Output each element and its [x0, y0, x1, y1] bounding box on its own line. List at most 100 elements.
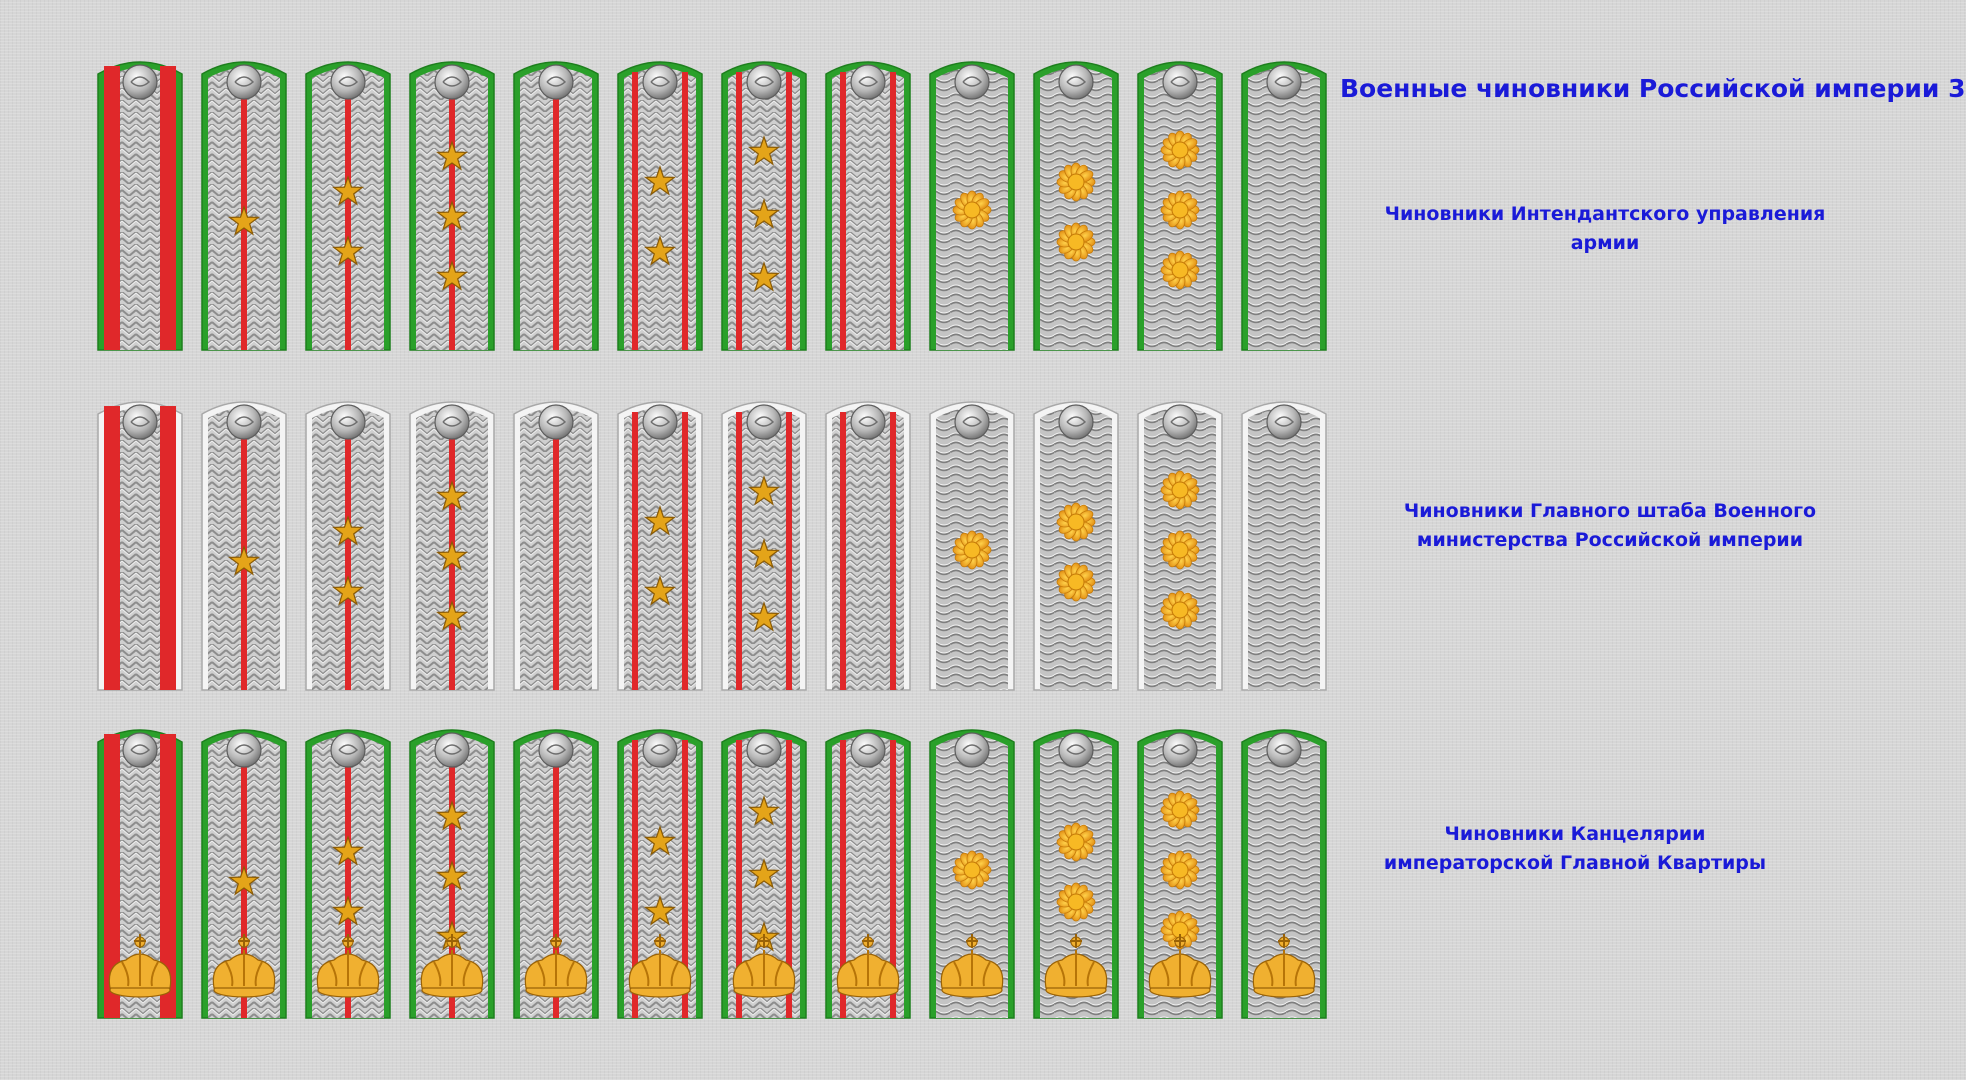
star-icon [747, 538, 781, 569]
button-icon [1162, 64, 1198, 100]
shoulder-strap-row-general-staff [0, 392, 1340, 692]
crown-icon [1148, 934, 1212, 998]
button-icon [1266, 732, 1302, 768]
red-stripe [736, 72, 742, 350]
red-stripe [736, 740, 742, 1018]
button-icon [330, 64, 366, 100]
shoulder-strap [94, 392, 186, 692]
red-stripe [786, 72, 792, 350]
red-stripe [345, 414, 351, 690]
shoulder-strap [94, 720, 186, 1020]
star-icon [227, 865, 261, 896]
strap-galloon [1248, 68, 1320, 350]
rosette-icon [1160, 130, 1200, 170]
shoulder-strap-row-imperial-chancellery [0, 720, 1340, 1020]
star-icon [435, 800, 469, 831]
red-stripe [736, 412, 742, 690]
button-icon [1058, 404, 1094, 440]
rosette-icon [1160, 250, 1200, 290]
crown-icon [524, 934, 588, 998]
star-icon [643, 825, 677, 856]
red-stripe [840, 72, 846, 350]
shoulder-strap [822, 52, 914, 352]
button-icon [538, 404, 574, 440]
red-stripe [632, 740, 638, 1018]
button-icon [850, 64, 886, 100]
rosette-icon [1056, 162, 1096, 202]
button-icon [122, 732, 158, 768]
red-stripe [553, 742, 559, 1018]
star-icon [747, 601, 781, 632]
caption-line: министерства Российской империи [1416, 529, 1804, 551]
crown-icon [1252, 934, 1316, 998]
crown-icon [1044, 934, 1108, 998]
shoulder-strap [1238, 52, 1330, 352]
crown-icon [316, 934, 380, 998]
star-icon [331, 835, 365, 866]
star-icon [435, 200, 469, 231]
star-icon [435, 260, 469, 291]
row-caption-general-staff: Чиновники Главного штаба Военного минист… [1400, 497, 1820, 555]
shoulder-strap [718, 392, 810, 692]
red-stripe [682, 412, 688, 690]
button-icon [1058, 64, 1094, 100]
star-icon [747, 795, 781, 826]
star-icon [331, 235, 365, 266]
star-icon [643, 895, 677, 926]
crown-icon [420, 934, 484, 998]
red-stripe [682, 72, 688, 350]
red-stripe [840, 412, 846, 690]
button-icon [642, 732, 678, 768]
caption-line: Чиновники Канцелярии [1444, 823, 1706, 845]
rosette-icon [1160, 790, 1200, 830]
star-icon [435, 140, 469, 171]
button-icon [1162, 732, 1198, 768]
strap-galloon [832, 408, 904, 690]
strap-galloon [104, 408, 176, 690]
star-icon [643, 165, 677, 196]
button-icon [1266, 404, 1302, 440]
rosette-icon [952, 530, 992, 570]
star-icon [747, 261, 781, 292]
star-icon [435, 860, 469, 891]
star-icon [331, 515, 365, 546]
rosette-icon [1160, 910, 1200, 950]
button-icon [850, 732, 886, 768]
shoulder-strap [614, 392, 706, 692]
rosette-icon [1160, 470, 1200, 510]
button-icon [226, 732, 262, 768]
red-field [104, 66, 120, 350]
button-icon [850, 404, 886, 440]
shoulder-strap [926, 720, 1018, 1020]
star-icon [747, 198, 781, 229]
strap-galloon [1248, 736, 1320, 1018]
button-icon [642, 64, 678, 100]
shoulder-strap [614, 720, 706, 1020]
red-field [160, 734, 176, 1018]
shoulder-strap [510, 720, 602, 1020]
crown-icon [836, 934, 900, 998]
rosette-icon [952, 190, 992, 230]
star-icon [435, 600, 469, 631]
shoulder-strap [926, 392, 1018, 692]
page-title: Военные чиновники Российской империи 3 [1340, 74, 1966, 103]
star-icon [435, 540, 469, 571]
red-stripe [632, 412, 638, 690]
red-stripe [682, 740, 688, 1018]
shoulder-strap [822, 392, 914, 692]
strap-galloon [624, 68, 696, 350]
shoulder-strap [1030, 52, 1122, 352]
star-icon [643, 235, 677, 266]
button-icon [122, 404, 158, 440]
rosette-icon [1056, 562, 1096, 602]
red-stripe [345, 74, 351, 350]
rosette-icon [1160, 590, 1200, 630]
shoulder-strap [1134, 52, 1226, 352]
red-field [160, 406, 176, 690]
strap-galloon [1040, 408, 1112, 690]
shoulder-strap [822, 720, 914, 1020]
row-caption-intendant: Чиновники Интендантского управления арми… [1360, 200, 1850, 258]
red-field [104, 406, 120, 690]
red-stripe [632, 72, 638, 350]
star-icon [227, 205, 261, 236]
